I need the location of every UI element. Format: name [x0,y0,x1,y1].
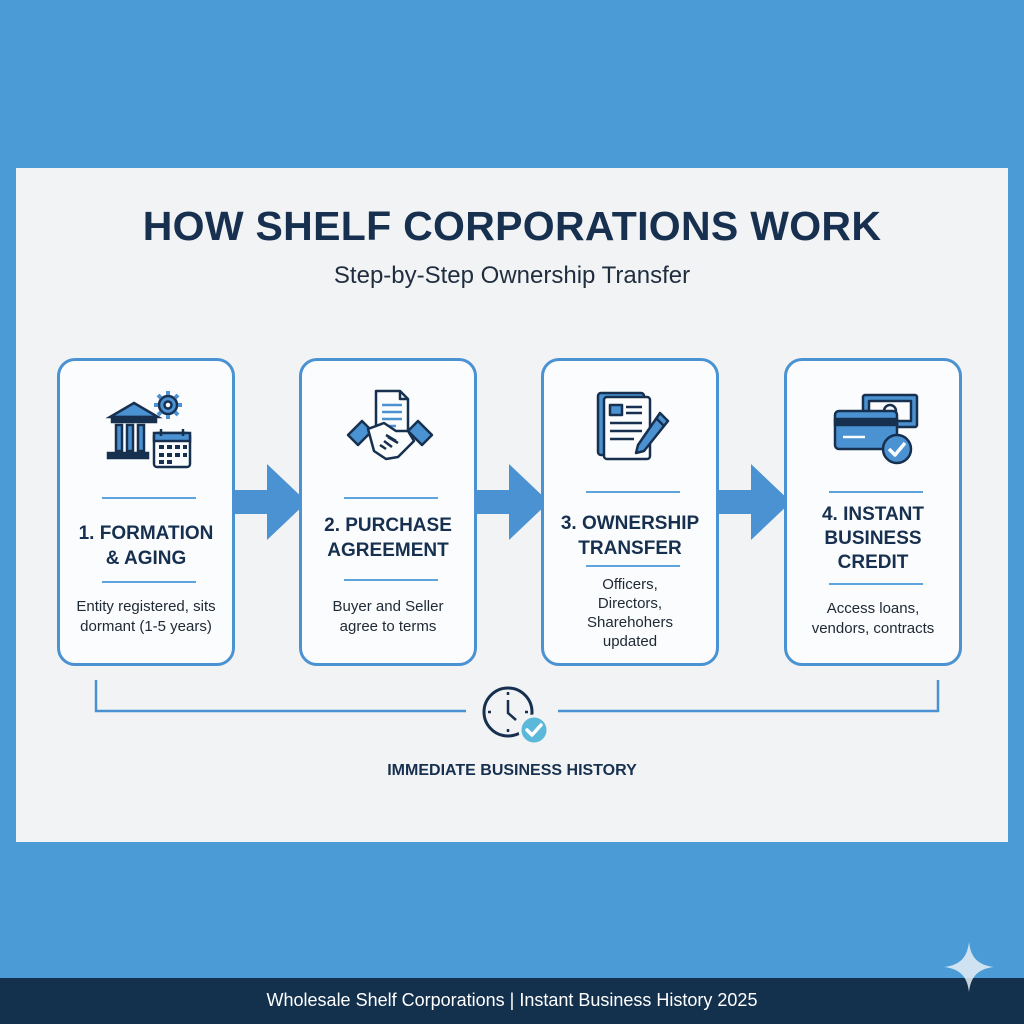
bank-building-calendar-gear-icon [105,391,192,469]
step-card-purchase: 2. PURCHASE AGREEMENT Buyer and Seller a… [299,358,477,666]
credit-card-check-icon [833,393,919,465]
arrow-right-icon [719,464,791,540]
divider [586,565,680,567]
divider [344,497,438,499]
divider [102,497,196,499]
divider [586,491,680,493]
divider [829,491,923,493]
immediate-history-label: IMMEDIATE BUSINESS HISTORY [387,762,637,779]
step-card-ownership-transfer: 3. OWNERSHIP TRANSFER Officers, Director… [541,358,719,666]
step-card-formation: 1. FORMATION & AGING Entity registered, … [57,358,235,666]
step-description: Buyer and Seller agree to terms [332,598,444,635]
divider [829,583,923,585]
step-description: Access loans, vendors, contracts [811,600,935,637]
document-pen-icon [596,391,670,461]
footer-bar: Wholesale Shelf Corporations | Instant B… [0,978,1024,1024]
handshake-document-icon [346,389,434,461]
divider [344,579,438,581]
arrow-right-icon [235,464,307,540]
step-heading: 2. PURCHASE AGREEMENT [324,515,452,561]
clock-check-icon [482,686,550,746]
step-description: Officers, Directors, Sharehohers updated [587,576,673,650]
step-description: Entity registered, sits dormant (1-5 yea… [76,598,216,635]
footer-text: Wholesale Shelf Corporations | Instant B… [266,990,758,1010]
arrow-right-icon [477,464,549,540]
page-title: HOW SHELF CORPORATIONS WORK [142,203,882,249]
step-heading: 4. INSTANT BUSINESS CREDIT [821,504,925,573]
step-card-instant-credit: 4. INSTANT BUSINESS CREDIT Access loans,… [784,358,962,666]
divider [102,581,196,583]
step-heading: 1. FORMATION & AGING [78,523,214,569]
step-heading: 3. OWNERSHIP TRANSFER [560,513,700,559]
page-subtitle: Step-by-Step Ownership Transfer [333,262,691,289]
sparkle-icon [944,942,994,992]
